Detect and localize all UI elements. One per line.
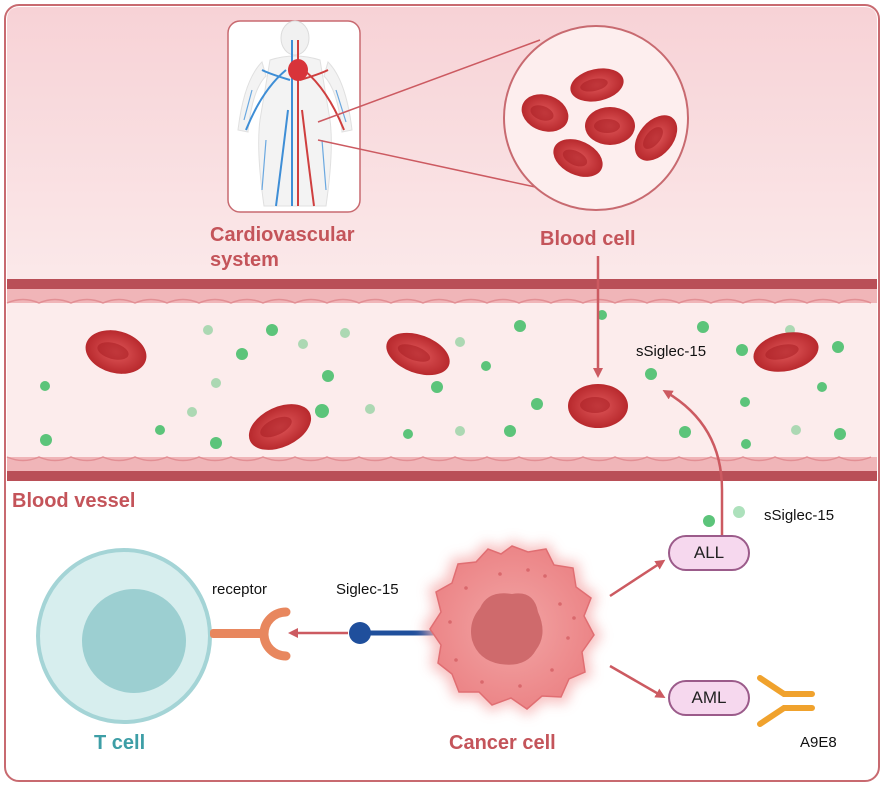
red-blood-cell xyxy=(553,139,603,177)
ssiglec-particle xyxy=(40,381,50,391)
siglec15-label: Siglec-15 xyxy=(336,581,399,598)
cancer-to-aml-arrow xyxy=(609,664,666,698)
ssiglec-particle xyxy=(455,337,465,347)
cancer-cell-label: Cancer cell xyxy=(449,732,556,754)
red-blood-cell xyxy=(753,332,819,372)
cardiovascular-label-line2: system xyxy=(210,249,279,271)
ssiglec-particle xyxy=(834,428,846,440)
ssiglec-particle xyxy=(791,425,801,435)
ssiglec-particle xyxy=(266,324,278,336)
ssiglec-particle xyxy=(403,429,413,439)
ssiglec-particle xyxy=(365,404,375,414)
blood-cell-magnifier xyxy=(503,25,689,211)
top-background xyxy=(7,7,877,284)
ssiglec-particle xyxy=(455,426,465,436)
receptor-icon xyxy=(210,607,291,661)
aml-badge: AML xyxy=(668,680,750,716)
cancer-cell xyxy=(422,540,602,716)
red-blood-cell xyxy=(568,384,628,428)
ssiglec-particle xyxy=(645,368,657,380)
ssiglec-particle xyxy=(703,515,715,527)
zoom-line-upper xyxy=(317,39,541,123)
ssiglec-particle xyxy=(597,310,607,320)
blood-vessel xyxy=(6,279,877,481)
ssiglec-inside-label: sSiglec-15 xyxy=(636,343,707,360)
ssiglec-particle xyxy=(203,325,213,335)
red-blood-cell xyxy=(85,330,147,374)
ssiglec-particle xyxy=(679,426,691,438)
ssiglec-particle xyxy=(187,407,197,417)
blood-cell-label: Blood cell xyxy=(540,228,636,250)
all-to-vessel-arrow xyxy=(662,389,724,535)
ssiglec-particle xyxy=(210,437,222,449)
ssiglec-particle xyxy=(236,348,248,360)
ssiglec-particle xyxy=(40,434,52,446)
ssiglec-particle xyxy=(211,378,221,388)
heart-icon xyxy=(288,59,308,81)
ssiglec-particle xyxy=(340,328,350,338)
ssiglec-particle xyxy=(315,404,329,418)
ssiglec-particle xyxy=(322,370,334,382)
ssiglec-particle xyxy=(740,397,750,407)
ssiglec-particle xyxy=(741,439,751,449)
red-blood-cell xyxy=(570,68,624,102)
ssiglec-particle xyxy=(481,361,491,371)
t-cell-label: T cell xyxy=(94,732,146,754)
ssiglec-particle xyxy=(155,425,165,435)
siglec15-icon xyxy=(349,622,436,644)
ssiglec-particle xyxy=(832,341,844,353)
red-blood-cell xyxy=(521,94,569,132)
ssiglec-particle xyxy=(817,382,827,392)
a9e8-label: A9E8 xyxy=(800,734,837,751)
ssiglec-particle xyxy=(733,506,745,518)
ssiglec-particle xyxy=(431,381,443,393)
red-blood-cell xyxy=(248,404,312,450)
ssiglec-particles xyxy=(40,310,846,449)
t-cell xyxy=(36,548,212,724)
all-badge: ALL xyxy=(668,535,750,571)
ssiglec-particle xyxy=(697,321,709,333)
red-blood-cell xyxy=(634,115,678,161)
ssiglec-particle xyxy=(514,320,526,332)
antibody-icon xyxy=(757,675,815,727)
ssiglec-outside-label: sSiglec-15 xyxy=(764,507,835,524)
red-blood-cell xyxy=(585,107,635,145)
ssiglec-particle xyxy=(298,339,308,349)
receptor-label: receptor xyxy=(212,581,268,598)
ssiglec-particle xyxy=(504,425,516,437)
zoom-line-lower xyxy=(317,139,541,189)
red-blood-cell xyxy=(386,332,450,376)
ssiglec-particle xyxy=(736,344,748,356)
ssiglec-particle xyxy=(531,398,543,410)
blood-vessel-label: Blood vessel xyxy=(12,490,136,512)
cardiovascular-label-line1: Cardiovascular xyxy=(210,224,355,246)
cardiovascular-figure xyxy=(227,20,361,213)
cancer-to-all-arrow xyxy=(609,559,666,598)
